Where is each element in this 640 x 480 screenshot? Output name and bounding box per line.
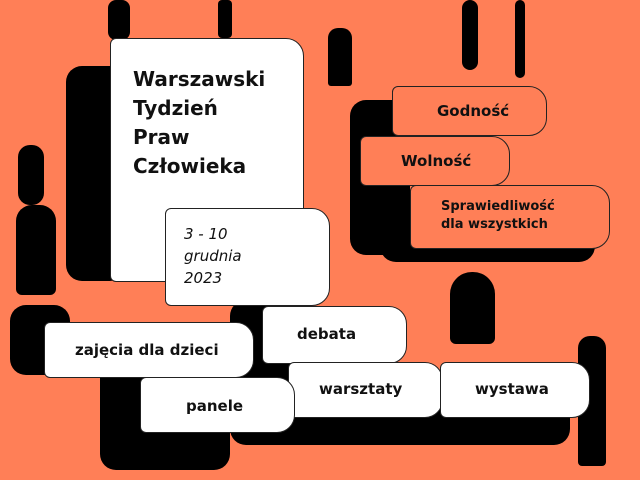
value-godnosc: Godność xyxy=(392,86,547,136)
activity-label: debata xyxy=(297,325,357,343)
date-line: 2023 xyxy=(184,269,223,287)
person-silhouette xyxy=(462,0,478,70)
date-line: 3 - 10 xyxy=(184,225,228,243)
activity-label: panele xyxy=(186,397,244,415)
person-silhouette xyxy=(18,145,44,205)
value-label: Sprawiedliwość xyxy=(441,199,555,214)
value-label: Godność xyxy=(437,102,510,120)
title-line: Praw xyxy=(133,125,190,149)
person-silhouette xyxy=(450,272,495,344)
value-label: dla wszystkich xyxy=(441,217,548,232)
person-silhouette xyxy=(328,28,352,86)
activity-debata: debata xyxy=(262,306,407,364)
activity-label: zajęcia dla dzieci xyxy=(75,341,219,359)
title-line: Warszawski xyxy=(133,67,266,91)
event-title: Warszawski Tydzień Praw Człowieka xyxy=(133,65,265,181)
event-dates: 3 - 10 grudnia 2023 xyxy=(184,223,242,289)
activity-label: warsztaty xyxy=(319,380,403,398)
value-wolnosc: Wolność xyxy=(360,136,510,186)
person-silhouette xyxy=(108,0,130,40)
activity-panele: panele xyxy=(140,377,295,433)
activity-label: wystawa xyxy=(475,380,549,398)
date-panel: 3 - 10 grudnia 2023 xyxy=(165,208,330,306)
date-line: grudnia xyxy=(184,247,242,265)
value-sprawiedliwosc: Sprawiedliwość dla wszystkich xyxy=(410,185,610,249)
person-silhouette xyxy=(16,205,56,295)
person-silhouette xyxy=(218,0,232,38)
activity-wystawa: wystawa xyxy=(440,362,590,418)
title-line: Człowieka xyxy=(133,154,247,178)
activity-zajecia: zajęcia dla dzieci xyxy=(44,322,254,378)
title-line: Tydzień xyxy=(133,96,218,120)
person-silhouette xyxy=(515,0,525,78)
value-label: Wolność xyxy=(401,152,472,170)
activity-warsztaty: warsztaty xyxy=(288,362,443,418)
